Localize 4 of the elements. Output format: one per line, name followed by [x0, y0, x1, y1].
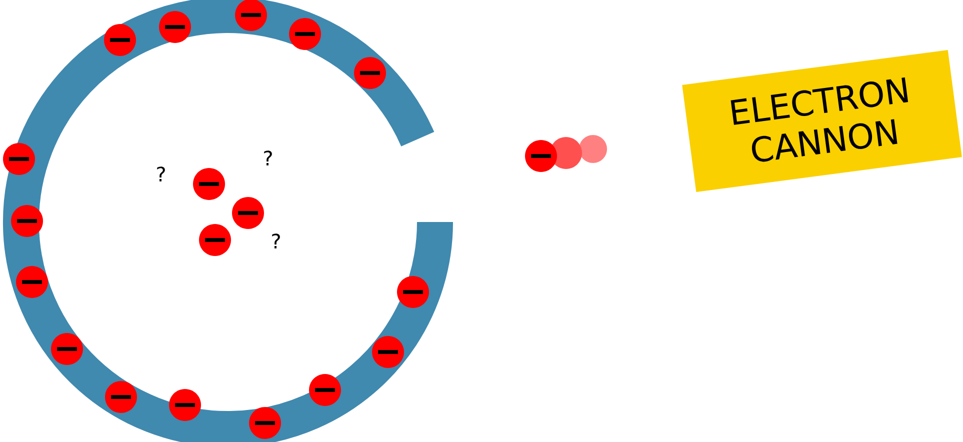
question-mark: ? — [157, 166, 165, 182]
question-mark: ? — [272, 234, 280, 248]
question-mark: ? — [264, 150, 272, 166]
label-box: ELECTRON CANNON — [682, 50, 962, 192]
